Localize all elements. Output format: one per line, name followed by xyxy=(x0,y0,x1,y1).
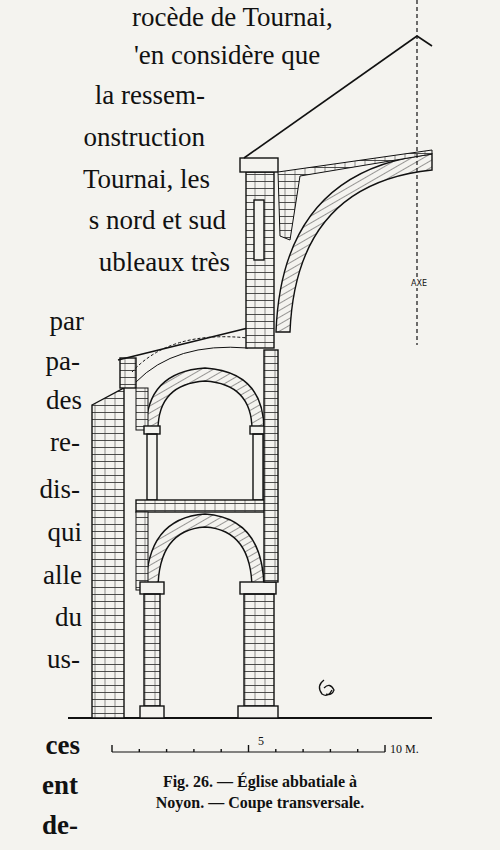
text-fragment: Tournai, les xyxy=(83,166,210,193)
scale-tick xyxy=(111,745,112,752)
wall-pier xyxy=(120,358,136,388)
scale-tick xyxy=(275,749,276,752)
text-fragment: alle xyxy=(43,562,82,589)
column-base xyxy=(140,706,164,718)
capital xyxy=(140,582,164,594)
figure-caption: Fig. 26. — Église abbatiale à Noyon. — C… xyxy=(150,772,370,814)
text-fragment: ubleaux très xyxy=(99,249,230,276)
text-fragment: du xyxy=(55,604,82,631)
text-fragment: la ressem- xyxy=(95,82,205,109)
aisle-roof xyxy=(118,328,248,360)
arcade-arch xyxy=(146,514,264,590)
outer-wall xyxy=(92,388,124,718)
scale-tick xyxy=(139,749,140,752)
axis-line xyxy=(416,0,417,345)
text-fragment: pa- xyxy=(46,348,80,375)
pier-shaft xyxy=(264,350,278,582)
text-fragment: de- xyxy=(42,812,78,839)
text-fragment: ces xyxy=(46,732,80,759)
scale-tick xyxy=(220,749,221,752)
text-fragment: 'en considère que xyxy=(134,42,320,69)
spandrel xyxy=(136,388,148,430)
nave-pier xyxy=(244,594,274,706)
text-fragment: qui xyxy=(47,519,82,546)
vault-filling xyxy=(278,150,432,240)
scale-tick xyxy=(330,749,331,752)
text-fragment: rocède de Tournai, xyxy=(132,4,333,31)
scale-tick xyxy=(357,749,358,752)
roof xyxy=(417,36,432,46)
capital xyxy=(144,426,160,434)
flying-buttress xyxy=(132,337,248,372)
scale-tick xyxy=(166,749,167,752)
tribune-column xyxy=(147,434,157,500)
section-drawing xyxy=(68,0,432,752)
axis-label: AXE xyxy=(410,280,428,288)
scale-ticks xyxy=(112,745,385,752)
monogram xyxy=(319,680,334,695)
tribune-column xyxy=(253,434,263,500)
pier-base xyxy=(238,706,278,718)
window xyxy=(254,200,264,260)
scale-number: 5 xyxy=(258,735,264,747)
scale-tick xyxy=(193,749,194,752)
text-fragment: us- xyxy=(47,646,80,673)
spandrel xyxy=(136,512,148,590)
scale-tick xyxy=(384,745,385,752)
clerestory-wall xyxy=(246,172,274,348)
text-fragment: par xyxy=(50,308,84,335)
tribune-arch xyxy=(146,368,264,430)
capital xyxy=(240,582,276,594)
scale-number: 10 M. xyxy=(390,743,419,755)
scale-tick xyxy=(248,745,249,752)
aisle-column xyxy=(144,594,160,706)
text-fragment: ent xyxy=(42,772,78,799)
text-fragment: s nord et sud xyxy=(89,207,226,234)
scale-tick xyxy=(302,749,303,752)
text-fragment: onstruction xyxy=(84,124,206,151)
cornice xyxy=(240,158,278,172)
text-fragment: des xyxy=(46,387,82,414)
text-fragment: re- xyxy=(50,429,80,456)
tribune-floor xyxy=(136,500,276,512)
text-fragment: dis- xyxy=(40,476,81,503)
